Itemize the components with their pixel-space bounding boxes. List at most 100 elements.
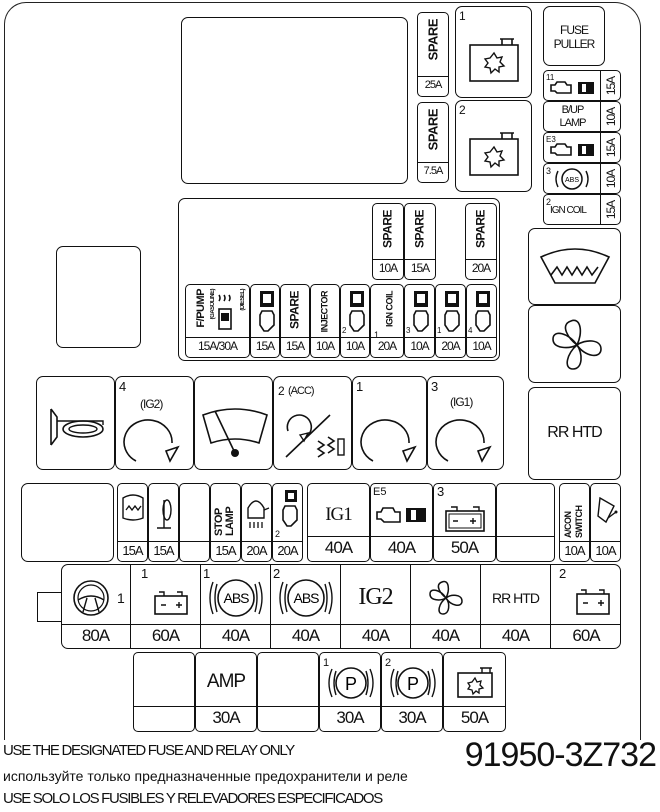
spare-mini-fuse-10a[interactable]: SPARE 10A	[372, 203, 404, 280]
fuse-backup-lamp-10a[interactable]: B/UP LAMP 10A	[543, 101, 621, 132]
blower-fan-icon	[547, 312, 607, 383]
relay-arrow-icon	[122, 411, 184, 470]
fuse-injector-10a[interactable]: INJECTOR 10A	[310, 284, 340, 358]
abs-icon: ABS	[205, 576, 267, 625]
relay-horn[interactable]	[36, 376, 115, 470]
ecu-engine-icon	[408, 289, 432, 340]
fuse-rr-htd-40a[interactable]: RR HTD 40A	[481, 564, 551, 649]
fuse-blank-row3-2[interactable]	[257, 652, 319, 732]
washer-icon	[539, 247, 611, 292]
fuse-blank[interactable]	[179, 483, 210, 562]
connector-tab	[37, 592, 62, 622]
fuse-blower-40a[interactable]: 40A	[411, 564, 481, 649]
part-number: 91950-3Z732	[464, 736, 657, 774]
fuse-engine-e3-15a[interactable]: E3 15A	[543, 132, 621, 163]
fuse-fuel-pump[interactable]: F/PUMP (GASOLINE) (DIESEL) 15A/30A	[185, 284, 250, 358]
battery-icon	[153, 590, 189, 621]
fuse-ecu-2-20a[interactable]: 2 20A	[272, 483, 303, 562]
fuse-abs-2-40a[interactable]: 2 ABS 40A	[271, 564, 341, 649]
fuse-engine-e5-40a[interactable]: E5 40A	[370, 483, 433, 562]
engine-relay-icon	[468, 129, 520, 179]
blower-fan-icon	[427, 576, 465, 625]
fuse-abs-3-10a[interactable]: 3 ABS 10A	[543, 163, 621, 194]
warning-text-en: USE THE DESIGNATED FUSE AND RELAY ONLY	[3, 742, 295, 759]
ecu-engine-icon	[470, 289, 494, 340]
relay-1-middle[interactable]: 1	[352, 376, 427, 470]
fuse-ecu-1-20a[interactable]: 1 20A	[435, 284, 466, 358]
spare-fuse-7-5a[interactable]: SPARE 7.5A	[417, 102, 449, 183]
fuse-blank-large[interactable]	[496, 483, 555, 562]
blank-mid-left	[21, 483, 114, 562]
abs-icon: ABS	[275, 576, 337, 625]
wiper-icon	[199, 403, 271, 464]
fuse-parking-brake-1-30a[interactable]: 1 P 30A	[319, 652, 381, 732]
fuse-stop-lamp-15a[interactable]: STOP LAMP 15A	[210, 483, 241, 562]
fuse-defroster-20a[interactable]: 20A	[241, 483, 272, 562]
fuse-puller-label-2: PULLER	[553, 37, 596, 51]
fuse-blank-row3-1[interactable]	[133, 652, 195, 732]
relay-blower[interactable]	[528, 305, 621, 383]
fuse-ign-coil-2-15a[interactable]: 2 IGN COIL 15A	[543, 194, 621, 225]
fuse-horn-15a[interactable]: 15A	[148, 483, 179, 562]
relay-arrow-icon	[359, 411, 421, 470]
fuse-engine-relay-50a[interactable]: 50A	[443, 652, 506, 732]
horn-icon	[47, 405, 107, 454]
relay-2-top[interactable]: 2	[455, 100, 532, 192]
relay-wiper[interactable]	[194, 376, 273, 470]
fuse-ign-coil-1-20a[interactable]: 1 IGN COIL 20A	[370, 284, 404, 358]
battery-icon	[443, 504, 487, 539]
fuse-parking-brake-2-30a[interactable]: 2 P 30A	[381, 652, 443, 732]
spare-mini-fuse-20a[interactable]: SPARE 20A	[465, 203, 497, 280]
defroster-icon	[244, 492, 270, 537]
large-fuse-row-2	[61, 564, 621, 649]
fuse-amp-30a[interactable]: AMP 30A	[195, 652, 257, 732]
fuse-acon-switch-10a[interactable]: A/CON SWITCH 10A	[559, 483, 590, 562]
spare-mini-fuse-15a[interactable]: SPARE 15A	[404, 203, 436, 280]
fuse-ecu-4-10a[interactable]: 4 10A	[466, 284, 497, 358]
fuse-ecu-3-10a[interactable]: 3 10A	[404, 284, 435, 358]
steering-wheel-icon	[71, 578, 111, 623]
fuse-ecu-15a[interactable]: 15A	[250, 284, 280, 358]
svg-text:ABS: ABS	[223, 590, 249, 606]
relay-1-top[interactable]: 1	[455, 6, 532, 98]
engine-relay-icon	[456, 665, 496, 704]
washer-icon	[121, 494, 145, 529]
svg-text:P: P	[345, 674, 357, 694]
parking-brake-icon: P	[386, 663, 440, 708]
parking-brake-icon: P	[324, 663, 378, 708]
engine-check-ecu-icon	[548, 141, 598, 164]
acc-relay-icon	[278, 401, 348, 470]
ecu-engine-icon	[254, 289, 278, 340]
fuse-steering-80a[interactable]: 1 80A	[61, 564, 131, 649]
ecu-engine-icon	[277, 488, 301, 539]
relay-ig2-4[interactable]: 4 (IG2)	[115, 376, 194, 470]
battery-icon	[575, 588, 611, 621]
relay-arrow-icon	[434, 411, 496, 470]
relay-washer[interactable]	[528, 228, 621, 305]
fuse-washer-15a[interactable]: 15A	[117, 483, 148, 562]
fuse-engine-15a[interactable]: 11 15A	[543, 70, 621, 101]
fuse-battery-3-50a[interactable]: 3 50A	[433, 483, 496, 562]
relay-acc-2[interactable]: 2 (ACC)	[273, 376, 352, 470]
fuse-ig1-40a[interactable]: IG1 40A	[307, 483, 370, 562]
fuse-spare-15a[interactable]: SPARE 15A	[280, 284, 310, 358]
relay-ig1-3[interactable]: 3 (IG1)	[427, 376, 504, 470]
fuse-battery-1-60a[interactable]: 1 60A	[131, 564, 201, 649]
spare-fuse-25a[interactable]: SPARE 25A	[417, 12, 449, 97]
engine-relay-icon	[468, 35, 520, 85]
fuse-ecu-2-10a[interactable]: 2 10A	[340, 284, 370, 358]
horn-icon	[153, 492, 175, 537]
fuse-battery-2-60a[interactable]: 2 60A	[551, 564, 621, 649]
ecu-engine-icon	[439, 289, 463, 340]
fuse-puller[interactable]: FUSE PULLER	[543, 6, 605, 66]
relay-rr-htd[interactable]: RR HTD	[528, 387, 621, 480]
svg-text:P: P	[407, 674, 419, 694]
abs-icon: ABS	[552, 167, 592, 196]
fuse-mirror-heater-10a[interactable]: 10A	[590, 483, 621, 562]
fuse-ig2-40a[interactable]: IG2 40A	[341, 564, 411, 649]
blank-cover-top	[181, 17, 408, 184]
fuel-pump-heater-icon	[216, 291, 236, 342]
warning-text-ru: используйте только предназначенные предо…	[3, 768, 408, 784]
fuse-abs-1-40a[interactable]: 1 ABS 40A	[201, 564, 271, 649]
svg-text:ABS: ABS	[565, 177, 579, 184]
